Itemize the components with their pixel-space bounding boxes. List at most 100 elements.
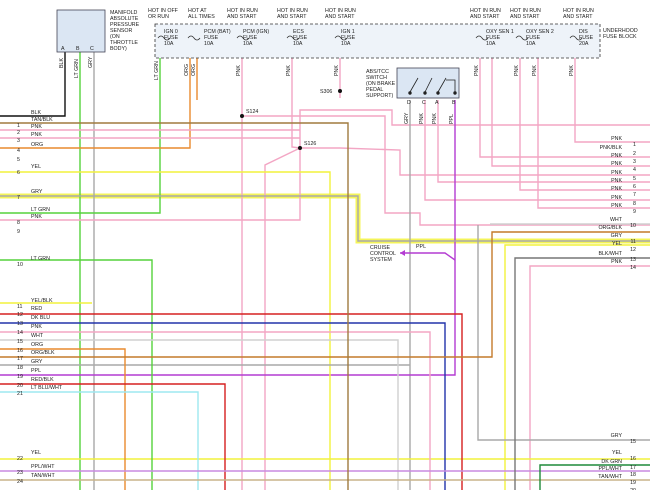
left-pin-label: YEL	[31, 164, 41, 170]
left-pin-number: 12	[17, 312, 23, 318]
map-sensor-box	[56, 9, 106, 53]
fuse-1-name-0: PCM (BAT)	[204, 29, 231, 35]
map-sensor-line-2: PRESSURE	[110, 22, 140, 28]
fuse-6-hot-1: AND START	[510, 14, 540, 20]
wire-pnk-row14	[529, 265, 650, 490]
fuse-wire-pnk-4: PNK	[474, 65, 480, 76]
right-pin-label: PNK	[611, 178, 622, 184]
left-pin-number: 23	[17, 470, 23, 476]
wire-pnk-14	[0, 331, 431, 490]
right-pin-label: PNK/BLK	[600, 145, 623, 151]
fuse-1-hot-0: HOT AT	[188, 8, 207, 14]
wire-tanblk-1	[0, 122, 349, 490]
wire-dkgrn-17	[539, 464, 650, 490]
right-pin-number: 1	[633, 142, 636, 148]
wire-blkwht-13	[514, 257, 650, 490]
left-pin-number: 19	[17, 374, 23, 380]
switch-contacts	[408, 77, 457, 95]
left-pin-number: 4	[17, 148, 20, 154]
switch-label-4: SUPPORT)	[366, 93, 394, 99]
wire-ltgrn-ign0	[0, 58, 161, 214]
right-connector-pins: PNK1PNK/BLK2PNK3PNK4PNK5PNK6PNK7PNK8PNK9…	[598, 136, 636, 490]
fuse-4-hot-0: HOT IN RUN	[325, 8, 356, 14]
left-pin-label: BLK	[31, 110, 41, 116]
fuse-6-name-0: OXY SEN 2	[526, 29, 554, 35]
right-pin-label: PNK	[611, 170, 622, 176]
left-pin-number: 3	[17, 138, 20, 144]
wire-blk	[0, 52, 66, 117]
left-pin-number: 16	[17, 348, 23, 354]
right-pin-label: GRY	[611, 233, 623, 239]
wires	[0, 52, 650, 490]
right-pin-label: ORG/BLK	[598, 225, 622, 231]
map-wire-ltgrn: LT GRN	[74, 59, 80, 78]
wire-pnk-oxy2a	[519, 58, 650, 191]
fuse-2-hot-0: HOT IN RUN	[227, 8, 258, 14]
left-pin-number: 13	[17, 321, 23, 327]
right-pin-number: 11	[631, 239, 637, 245]
fuse-wire-ltgrn: LT GRN	[154, 61, 160, 80]
left-pin-number: 1	[17, 123, 20, 129]
fuse-wire-pnk-2: PNK	[286, 65, 292, 76]
wire-ltgrn-10	[0, 259, 153, 490]
switch-pin-d: D	[407, 100, 411, 106]
right-pin-label: PNK	[611, 153, 622, 159]
fuse-4-name-0: IGN 1	[341, 29, 355, 35]
right-pin-label: PPL/WHT	[598, 466, 622, 472]
right-pin-label: PNK	[611, 161, 622, 167]
right-pin-label: BLK/WHT	[598, 251, 622, 257]
left-pin-label: LT BLU/WHT	[31, 385, 63, 391]
sw-wire-pnk-2: PNK	[432, 113, 438, 124]
fuse-block-title-1: FUSE BLOCK	[603, 34, 637, 40]
fuse-wire-pnk-7: PNK	[569, 65, 575, 76]
left-pin-label: GRY	[31, 359, 43, 365]
fuse-wire-pnk-5: PNK	[514, 65, 520, 76]
map-sensor-line-4: (ON	[110, 34, 120, 40]
left-pin-number: 15	[17, 339, 23, 345]
map-pin-b: B	[76, 46, 80, 52]
map-sensor-line-5: THROTTLE	[110, 40, 138, 46]
splice-s306-label: S306	[320, 89, 332, 95]
highlight-path	[0, 193, 650, 244]
fuse-1-name-2: 10A	[204, 41, 214, 47]
right-pin-number: 9	[633, 209, 636, 215]
left-pin-number: 20	[17, 383, 23, 389]
fuse-block-title-0: UNDERHOOD	[603, 28, 638, 34]
wire-gry-15	[477, 225, 650, 441]
wire-org-pcmbat-1	[0, 58, 191, 149]
wire-gry-7	[0, 195, 650, 242]
left-pin-number: 17	[17, 356, 23, 362]
fuse-0-name-0: IGN 0	[164, 29, 178, 35]
wire-pnk-ecs	[291, 58, 301, 149]
splice-s126-dot	[298, 146, 302, 150]
left-pin-label: RED	[31, 306, 42, 312]
fuse-3-name-1: FUSE	[293, 35, 308, 41]
fuse-2-hot-1: AND START	[227, 14, 257, 20]
right-pin-number: 8	[633, 201, 636, 207]
right-pin-number: 2	[633, 151, 636, 157]
left-pin-label: PNK	[31, 124, 42, 130]
wire-pnk-oxy1a	[479, 58, 650, 158]
right-pin-number: 5	[633, 176, 636, 182]
wire-pnk-s126	[264, 147, 301, 490]
left-pin-number: 9	[17, 229, 20, 235]
wire-pnk-oxy1b	[491, 58, 650, 167]
left-pin-number: 24	[17, 479, 23, 485]
right-pin-number: 10	[630, 223, 636, 229]
left-pin-label: TAN/BLK	[31, 117, 53, 123]
left-pin-label: WHT	[31, 333, 44, 339]
left-pin-number: 22	[17, 456, 23, 462]
cruise-label-1: CONTROL	[370, 251, 396, 257]
switch-label-2: (ON BRAKE	[366, 81, 396, 87]
fuse-7-name-0: DIS	[579, 29, 588, 35]
switch-pin-b: B	[452, 100, 456, 106]
right-pin-label: PNK	[611, 186, 622, 192]
left-pin-number: 18	[17, 365, 23, 371]
right-pin-label: TAN/WHT	[598, 474, 622, 480]
wire-redblk-20	[0, 383, 226, 490]
right-pin-number: 20	[630, 488, 636, 490]
fuse-5-hot-1: AND START	[470, 14, 500, 20]
wire-pnk-s124	[242, 115, 650, 226]
map-sensor-line-1: ABSOLUTE	[110, 16, 139, 22]
switch-label-3: PEDAL	[366, 87, 383, 93]
